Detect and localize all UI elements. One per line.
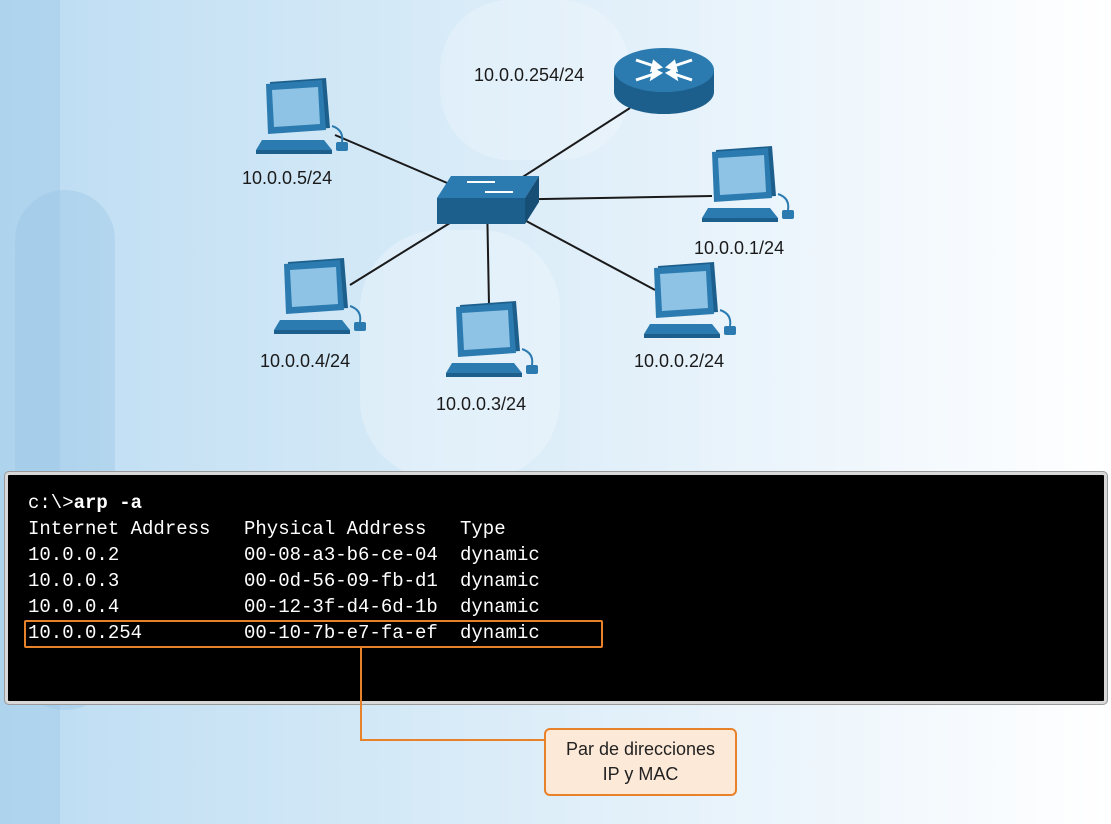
host-10-0-0-4-icon (273, 257, 367, 335)
row-ip: 10.0.0.254 (28, 622, 143, 644)
host-ip-label: 10.0.0.3/24 (436, 394, 526, 414)
row-mac: 00-10-7b-e7-fa-ef (244, 622, 438, 644)
table-row: 10.0.0.2 00-08-a3-b6-ce-04 dynamic (28, 543, 540, 567)
table-row: 10.0.0.4 00-12-3f-d4-6d-1b dynamic (28, 595, 540, 619)
host-10-0-0-2-icon (643, 261, 737, 339)
host-10-0-0-3-icon (445, 300, 539, 378)
highlight-box (24, 620, 603, 648)
host-ip-label: 10.0.0.4/24 (260, 351, 350, 371)
row-ip: 10.0.0.2 (28, 544, 120, 566)
router-ip-label: 10.0.0.254/24 (474, 65, 584, 85)
switch-icon (437, 176, 539, 224)
row-mac: 00-0d-56-09-fb-d1 (244, 570, 438, 592)
row-type: dynamic (460, 622, 540, 644)
background-shape (440, 0, 630, 160)
command-text: arp -a (73, 492, 143, 514)
callout-line-2: IP y MAC (602, 764, 679, 784)
column-header-type: Type (460, 518, 506, 540)
row-type: dynamic (460, 544, 540, 566)
host-10-0-0-1-icon (701, 145, 795, 223)
column-header-physical-address: Physical Address (244, 518, 427, 540)
host-10-0-0-5-icon (255, 77, 349, 155)
callout-box: Par de direcciones IP y MAC (544, 728, 737, 796)
command-line: c:\>arp -a (28, 491, 142, 515)
host-ip-label: 10.0.0.1/24 (694, 238, 784, 258)
host-ip-label: 10.0.0.2/24 (634, 351, 724, 371)
prompt: c:\> (28, 492, 74, 514)
callout-line-1: Par de direcciones (565, 739, 716, 759)
table-row-highlighted: 10.0.0.254 00-10-7b-e7-fa-ef dynamic (28, 621, 540, 645)
router-icon (614, 48, 714, 114)
column-header-internet-address: Internet Address (28, 518, 211, 540)
host-ip-label: 10.0.0.5/24 (242, 168, 332, 188)
row-type: dynamic (460, 596, 540, 618)
row-ip: 10.0.0.3 (28, 570, 120, 592)
table-row: 10.0.0.3 00-0d-56-09-fb-d1 dynamic (28, 569, 540, 593)
command-terminal: c:\>arp -a Internet Address Physical Add… (5, 472, 1107, 704)
row-mac: 00-08-a3-b6-ce-04 (244, 544, 438, 566)
table-header: Internet Address Physical Address Type (28, 517, 506, 541)
row-type: dynamic (460, 570, 540, 592)
network-topology: 10.0.0.254/24 10.0.0.5/24 10.0.0.1/24 10… (242, 48, 795, 414)
row-ip: 10.0.0.4 (28, 596, 120, 618)
row-mac: 00-12-3f-d4-6d-1b (244, 596, 438, 618)
